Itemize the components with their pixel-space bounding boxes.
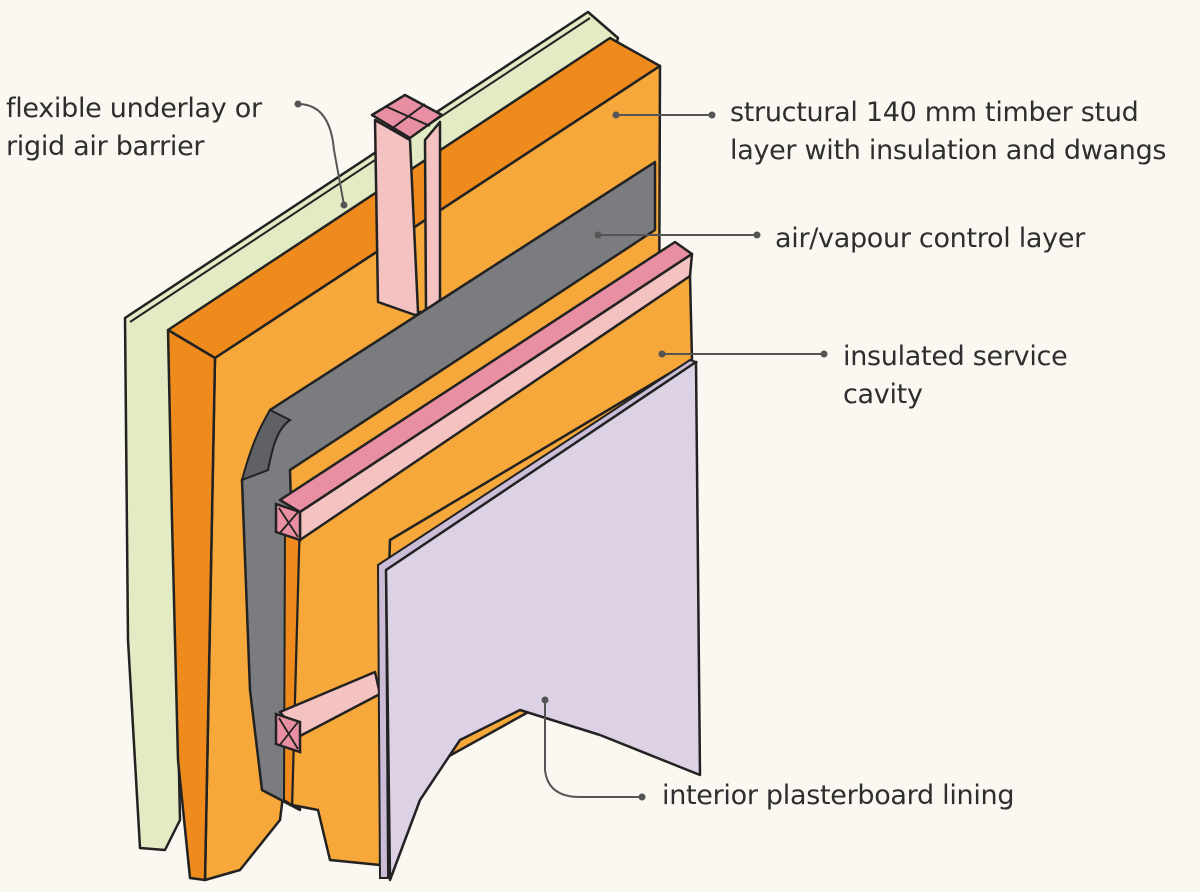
- leader-avcl-start-dot: [753, 231, 761, 239]
- leader-structural-end-dot: [612, 111, 620, 119]
- label-service-cavity: insulated service cavity: [843, 338, 1068, 414]
- vertical-stud: [370, 93, 444, 317]
- label-plasterboard-lining: interior plasterboard lining: [662, 777, 1014, 815]
- label-service-line-2: cavity: [843, 379, 923, 410]
- leader-underlay-start-dot: [294, 100, 302, 108]
- leader-lining-start-dot: [638, 793, 646, 801]
- upper-batten: [274, 240, 694, 542]
- leader-service-end-dot: [658, 350, 666, 358]
- leader-underlay-end-dot: [340, 201, 348, 209]
- stud-top-cross: [384, 103, 431, 131]
- plasterboard-face: [384, 360, 702, 882]
- stud-front: [373, 118, 442, 317]
- upper-batten-cross: [278, 507, 299, 538]
- underlay-edge-line: [129, 17, 591, 323]
- leader-avcl-end-dot: [594, 231, 602, 239]
- label-avcl-line-1: air/vapour control layer: [775, 223, 1085, 254]
- lower-batten-cross: [278, 717, 299, 750]
- label-structural-line-2: layer with insulation and dwangs: [730, 135, 1167, 166]
- leader-lines: [294, 100, 828, 801]
- leader-lining-end-dot: [541, 696, 549, 704]
- plasterboard-lining: [376, 358, 702, 882]
- leader-service-start-dot: [820, 350, 828, 358]
- label-lining-line-1: interior plasterboard lining: [662, 780, 1015, 811]
- insulation-left-edge: [166, 328, 217, 882]
- label-underlay: flexible underlay or rigid air barrier: [6, 90, 262, 166]
- leader-lining: [544, 700, 640, 798]
- label-underlay-line-1: flexible underlay or: [6, 93, 262, 124]
- leader-structural-start-dot: [708, 111, 716, 119]
- label-structural-layer: structural 140 mm timber stud layer with…: [730, 94, 1167, 170]
- label-air-vapour-layer: air/vapour control layer: [775, 220, 1085, 258]
- avcl-fold: [240, 408, 292, 482]
- label-structural-line-1: structural 140 mm timber stud: [730, 97, 1139, 128]
- label-underlay-line-2: rigid air barrier: [6, 131, 205, 162]
- label-service-line-1: insulated service: [843, 341, 1068, 372]
- leader-underlay: [297, 103, 345, 206]
